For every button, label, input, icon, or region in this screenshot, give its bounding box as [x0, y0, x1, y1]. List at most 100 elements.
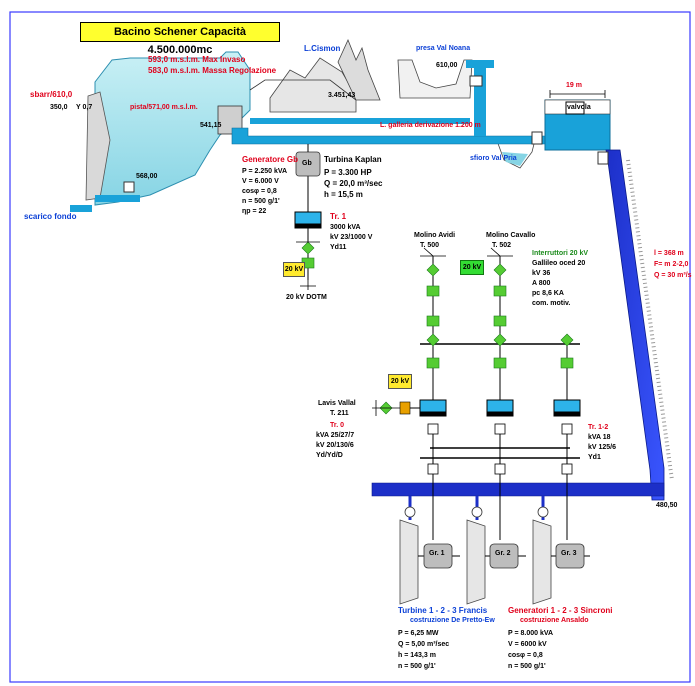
- lv-boxes: [427, 423, 573, 475]
- surge-dimension: 19 m: [566, 82, 582, 89]
- mtr-lines-line: Yd1: [588, 454, 601, 461]
- tur-lines-line: h = 143,3 m: [398, 652, 436, 659]
- kaplan-out: [300, 280, 316, 290]
- aux-lines-line: kVA 25/27/7: [316, 432, 355, 439]
- main-transformer-heading: Tr. 1-2: [588, 424, 609, 431]
- gen-small-lines-line: V = 6.000 V: [242, 178, 279, 185]
- surge-dim-arrow: [549, 90, 606, 98]
- mtr-lines-line: kVA 18: [588, 434, 611, 441]
- left-line-code: T. 500: [420, 242, 440, 249]
- intake-left-label: sbarr/610,0: [30, 90, 73, 99]
- outlet-gate: [123, 181, 135, 193]
- gen-lines-line: P = 8.000 kVA: [508, 630, 554, 637]
- left-line-name: Molino Avidi: [414, 232, 456, 239]
- kaplan-icon-label: Gb: [302, 160, 312, 167]
- tur-small-lines-line: Q = 20,0 m³/sec: [324, 179, 383, 188]
- intake-value-2: Y 0,7: [76, 104, 93, 111]
- aux-lines-line: Yd/Yd/D: [316, 452, 343, 459]
- reservoir-inner-label: pista/571,00 m.s.l.m.: [130, 104, 198, 111]
- gen-lines-line: n = 500 g/1': [508, 663, 546, 670]
- valley-pria: [495, 135, 537, 169]
- outlet-gate-pria: [531, 131, 543, 145]
- gen-lines-line: V = 6000 kV: [508, 641, 547, 648]
- pen-lines-line: F= m 2-2,0: [654, 261, 689, 268]
- aux-lines-line: kV 20/130/6: [316, 442, 354, 449]
- switch-lines-line: Gallileo oced 20: [532, 260, 586, 267]
- turbine-houses: [399, 519, 552, 605]
- generator-boxes: [423, 543, 585, 569]
- trs-small-lines-line: 3000 kVA: [330, 224, 361, 231]
- frame-border: [9, 11, 691, 683]
- trs-small-lines-line: Yd11: [330, 244, 347, 251]
- mountain-right: [337, 38, 381, 101]
- headrace-tunnel: [231, 127, 556, 145]
- switch-lines-line: com. motiv.: [532, 300, 571, 307]
- aux-line-name: Lavis Vallal: [318, 400, 356, 407]
- right-line-code: T. 502: [492, 242, 512, 249]
- bottom-outlet-label: scarico fondo: [24, 212, 77, 221]
- valley-noana: [397, 59, 473, 99]
- gen-small-lines-line: P = 2.250 kVA: [242, 168, 288, 175]
- line-out-label: 20 kV DOTM: [286, 294, 327, 301]
- green-diamonds: [301, 241, 574, 415]
- min-level-label: 583,0 m.s.l.m. Massa Regolazione: [148, 66, 277, 75]
- gen-small-lines-line: n = 500 g/1': [242, 198, 280, 205]
- disconnectors: [296, 241, 513, 416]
- gen-small-lines-line: ηp = 22: [242, 208, 267, 215]
- aux-transformer: [399, 401, 411, 415]
- penstock-valve: [597, 151, 609, 165]
- bus-voltage-box: 20 kV: [460, 260, 484, 275]
- generators-heading: Generatori 1 - 2 - 3 Sincroni: [508, 606, 613, 615]
- surge-valve-label: valvola: [567, 104, 591, 111]
- unit-label-2: Gr. 2: [495, 550, 511, 557]
- surge-valve-box: [565, 101, 585, 115]
- pen-lines-line: l = 368 m: [654, 250, 684, 257]
- tur-lines-line: Q = 5,00 m³/sec: [398, 641, 450, 648]
- intake-level: 610,00: [436, 62, 458, 69]
- tunnel-label: L. galleria derivazione 1.200 m: [380, 122, 481, 129]
- switch-lines-line: pc 8,6 KA: [532, 290, 564, 297]
- generator-small-heading: Generatore Gb: [242, 155, 299, 164]
- green-nodes: [301, 257, 574, 369]
- penstock-bottom-level: 480,50: [656, 502, 678, 509]
- max-level-label: 593,0 m.s.l.m. Max Invaso: [148, 55, 246, 64]
- switch-lines-line: A 800: [532, 280, 551, 287]
- unit-label-1: Gr. 1: [429, 550, 445, 557]
- pen-lines-line: Q = 30 m³/s: [654, 272, 692, 279]
- level-b: 568,00: [136, 173, 158, 180]
- turbines-subheading: costruzione De Pretto-Ew: [410, 617, 495, 624]
- tur-small-lines-line: h = 15,5 m: [324, 190, 363, 199]
- turbines-heading: Turbine 1 - 2 - 3 Francis: [398, 606, 488, 615]
- transformer-small-heading: Tr. 1: [330, 212, 347, 221]
- mtr-lines-line: kV 125/6: [588, 444, 617, 451]
- page-title: Bacino Schener Capacità 4.500.000mc: [80, 22, 280, 56]
- collector-pipe: [371, 482, 665, 497]
- intake-gate: [469, 75, 483, 87]
- bottom-outlet-pipe: [70, 205, 92, 212]
- switch-heading: Interruttori 20 kV: [532, 250, 589, 257]
- gen-lines-line: cosφ = 0,8: [508, 652, 543, 659]
- penstock: [605, 149, 665, 501]
- aux-voltage-box: 20 kV: [388, 374, 412, 389]
- aux-transformer-heading: Tr. 0: [330, 422, 345, 429]
- dam-detail: 3.451,43: [328, 92, 356, 99]
- tunnel-upper: [250, 118, 470, 124]
- generators-subheading: costruzione Ansaldo: [520, 617, 589, 624]
- tur-lines-line: P = 6,25 MW: [398, 630, 439, 637]
- dam-name: L.Cismon: [304, 44, 341, 53]
- right-line-name: Molino Cavallo: [486, 232, 536, 239]
- transformer-small-box: 20 kV: [283, 262, 305, 277]
- unit-label-3: Gr. 3: [561, 550, 577, 557]
- tur-lines-line: n = 500 g/1': [398, 663, 436, 670]
- gen-small-lines-line: cosφ = 0,8: [242, 188, 277, 195]
- aux-line-code: T. 211: [330, 410, 349, 417]
- switch-lines-line: kV 36: [532, 270, 551, 277]
- level-a: 541,15: [200, 122, 222, 129]
- bottom-outlet-pipe-2: [95, 195, 140, 202]
- intake-value-1: 350,0: [50, 104, 68, 111]
- outlet-pria-label: sfioro Val Pria: [470, 155, 517, 162]
- tur-small-lines-line: P = 3.300 HP: [324, 168, 372, 177]
- transformers: [294, 211, 581, 417]
